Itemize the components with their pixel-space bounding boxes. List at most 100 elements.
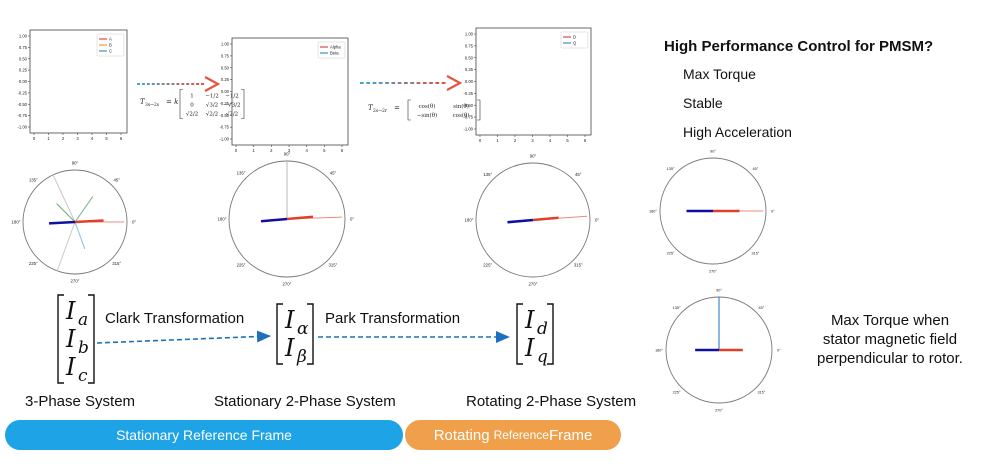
polar-angle-label: 0° (132, 219, 136, 224)
rotor-south-vector (260, 217, 288, 223)
x-tick-label: 5 (105, 136, 108, 141)
y-tick-label: -0.25 (219, 101, 229, 106)
empty-signal-plot: 1.000.750.500.250.00-0.25-0.50-0.75-1.00… (17, 29, 128, 141)
legend-entry: Q (573, 41, 577, 46)
polar-angle-label: 180° (12, 219, 21, 224)
y-tick-label: -0.25 (17, 90, 27, 95)
polar-angle-label: 270° (709, 269, 717, 273)
vector-right-bracket (307, 303, 314, 365)
goal-max-torque: Max Torque (683, 66, 756, 82)
park-gradient-arrow (360, 75, 463, 91)
matrix-left-bracket (179, 89, 183, 119)
vector-right-bracket (88, 294, 95, 384)
matrix-cell: −1/2 (205, 94, 218, 100)
polar-angle-label: 90° (710, 149, 716, 153)
phase-a-field-line (52, 174, 76, 223)
y-tick-label: 0.75 (465, 43, 474, 48)
y-tick-label: 0.00 (19, 79, 28, 84)
perpendicular-field-polar-plot: 0°45°90°135°180°225°270°315° (655, 288, 781, 412)
polar-angle-label: 135° (29, 178, 38, 183)
arrow-head (446, 75, 463, 91)
y-tick-label: -0.50 (17, 102, 27, 107)
stationary-polar-plot: 0°45°90°135°180°225°270°315° (218, 151, 355, 286)
x-tick-label: 2 (62, 136, 65, 141)
polar-angle-label: 270° (71, 278, 80, 283)
polar-angle-label: 180° (218, 216, 227, 221)
y-tick-label: -1.00 (17, 125, 27, 130)
legend-entry: C (109, 49, 112, 54)
pmsm-control-title: High Performance Control for PMSM? (664, 38, 934, 55)
legend-entry: Alpha (330, 45, 341, 50)
y-tick-label: -0.75 (463, 115, 473, 120)
polar-angle-label: 225° (673, 391, 681, 395)
current-subscript: β (296, 347, 307, 367)
legend-box (560, 31, 589, 49)
x-tick-label: 2 (514, 138, 517, 143)
matrix-symbol: T (140, 98, 146, 106)
polar-angle-label: 315° (751, 252, 759, 256)
rotating-frame-word: Rotating (433, 426, 490, 444)
x-tick-label: 1 (496, 138, 499, 143)
y-tick-label: 0.00 (465, 79, 474, 84)
current-subscript: q (537, 347, 548, 367)
polar-angle-label: 180° (649, 209, 657, 213)
matrix-symbol: T (368, 104, 374, 112)
polar-angle-label: 315° (329, 262, 338, 267)
matrix-cell: √2/2 (206, 111, 218, 118)
phase-b-field-line (74, 196, 94, 223)
vector-left-bracket (57, 294, 64, 384)
x-tick-label: 0 (33, 136, 36, 141)
rotor-south-vector (48, 220, 76, 225)
matrix-equals: = k (166, 98, 178, 106)
polar-angle-label: 135° (673, 306, 681, 310)
x-tick-label: 6 (584, 138, 587, 143)
y-tick-label: 0.75 (221, 53, 230, 58)
frame-word: Frame (548, 426, 593, 444)
polar-angle-label: 315° (574, 263, 583, 268)
vector-left-bracket (516, 303, 523, 365)
polar-angle-label: 90° (284, 151, 291, 156)
reference-frame-word: Reference (493, 428, 549, 442)
polar-angle-label: 180° (655, 348, 663, 352)
goal-stable: Stable (683, 95, 723, 111)
y-tick-label: -1.00 (219, 137, 229, 142)
polar-angle-label: 135° (667, 167, 675, 171)
legend-entry: B (109, 43, 112, 48)
polar-angle-label: 225° (237, 262, 246, 267)
x-tick-label: 3 (76, 136, 79, 141)
polar-angle-label: 315° (757, 391, 765, 395)
empty-signal-plot: 1.000.750.500.250.00-0.25-0.50-0.75-1.00… (219, 37, 349, 153)
y-tick-label: 0.25 (221, 77, 230, 82)
matrix-cell: cos(θ) (453, 112, 470, 119)
x-tick-label: 6 (120, 136, 123, 141)
vector-right-bracket (547, 303, 554, 365)
matrix-cell: 0 (190, 103, 194, 109)
polar-angle-label: 225° (667, 252, 675, 256)
legend-entry: D (573, 35, 576, 40)
polar-angle-label: 45° (113, 178, 120, 183)
y-tick-label: -1.00 (463, 127, 473, 132)
polar-angle-label: 45° (753, 167, 759, 171)
polar-angle-label: 90° (72, 160, 79, 165)
y-tick-label: 0.50 (221, 65, 230, 70)
vector-left-bracket (276, 303, 283, 365)
legend-entry: Beta (330, 51, 339, 56)
park-transformation-label: Park Transformation (325, 310, 461, 327)
goal-high-acceleration: High Acceleration (683, 124, 792, 140)
x-tick-label: 4 (91, 136, 94, 141)
stationary-two-phase-system-label: Stationary 2-Phase System (214, 393, 396, 410)
three-phase-polar-plot: 0°45°90°135°180°225°270°315° (12, 160, 137, 283)
rotating-two-phase-system-label: Rotating 2-Phase System (466, 393, 637, 410)
polar-angle-label: 45° (759, 306, 765, 310)
matrix-right-bracket (241, 89, 245, 119)
aligned-field-polar-plot: 0°45°90°135°180°225°270°315° (649, 149, 775, 273)
matrix-left-bracket (407, 99, 411, 121)
phase-c-current-line (74, 221, 86, 250)
current-subscript: b (78, 338, 89, 358)
x-tick-label: 4 (305, 148, 308, 153)
polar-angle-label: 270° (283, 281, 292, 286)
current-subscript: a (78, 310, 88, 330)
